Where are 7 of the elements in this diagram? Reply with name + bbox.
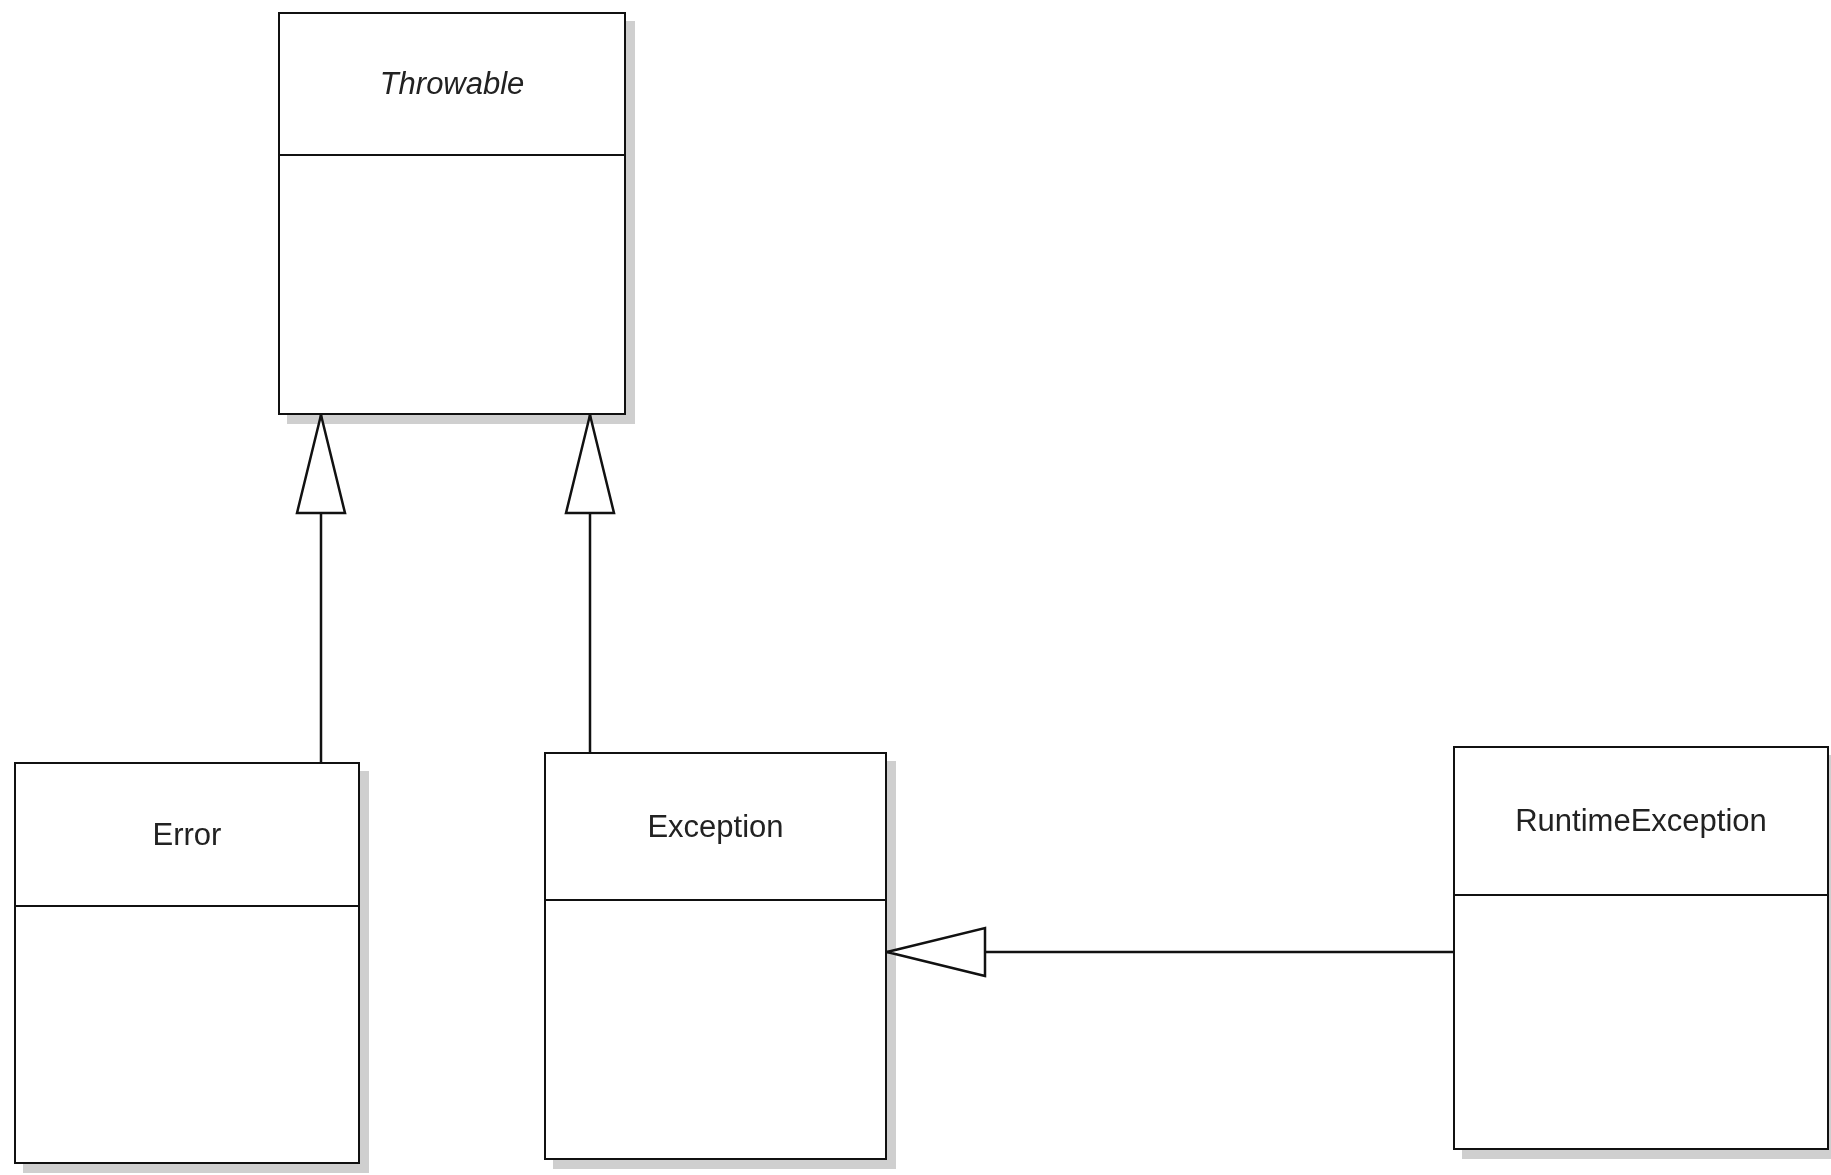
class-name: Exception [647,808,784,845]
inheritance-arrow [885,926,1453,978]
class-name: Throwable [379,66,525,102]
class-name: RuntimeException [1515,803,1767,839]
inheritance-arrow [564,413,616,752]
inheritance-arrow [295,413,347,762]
class-name: Error [152,816,222,853]
